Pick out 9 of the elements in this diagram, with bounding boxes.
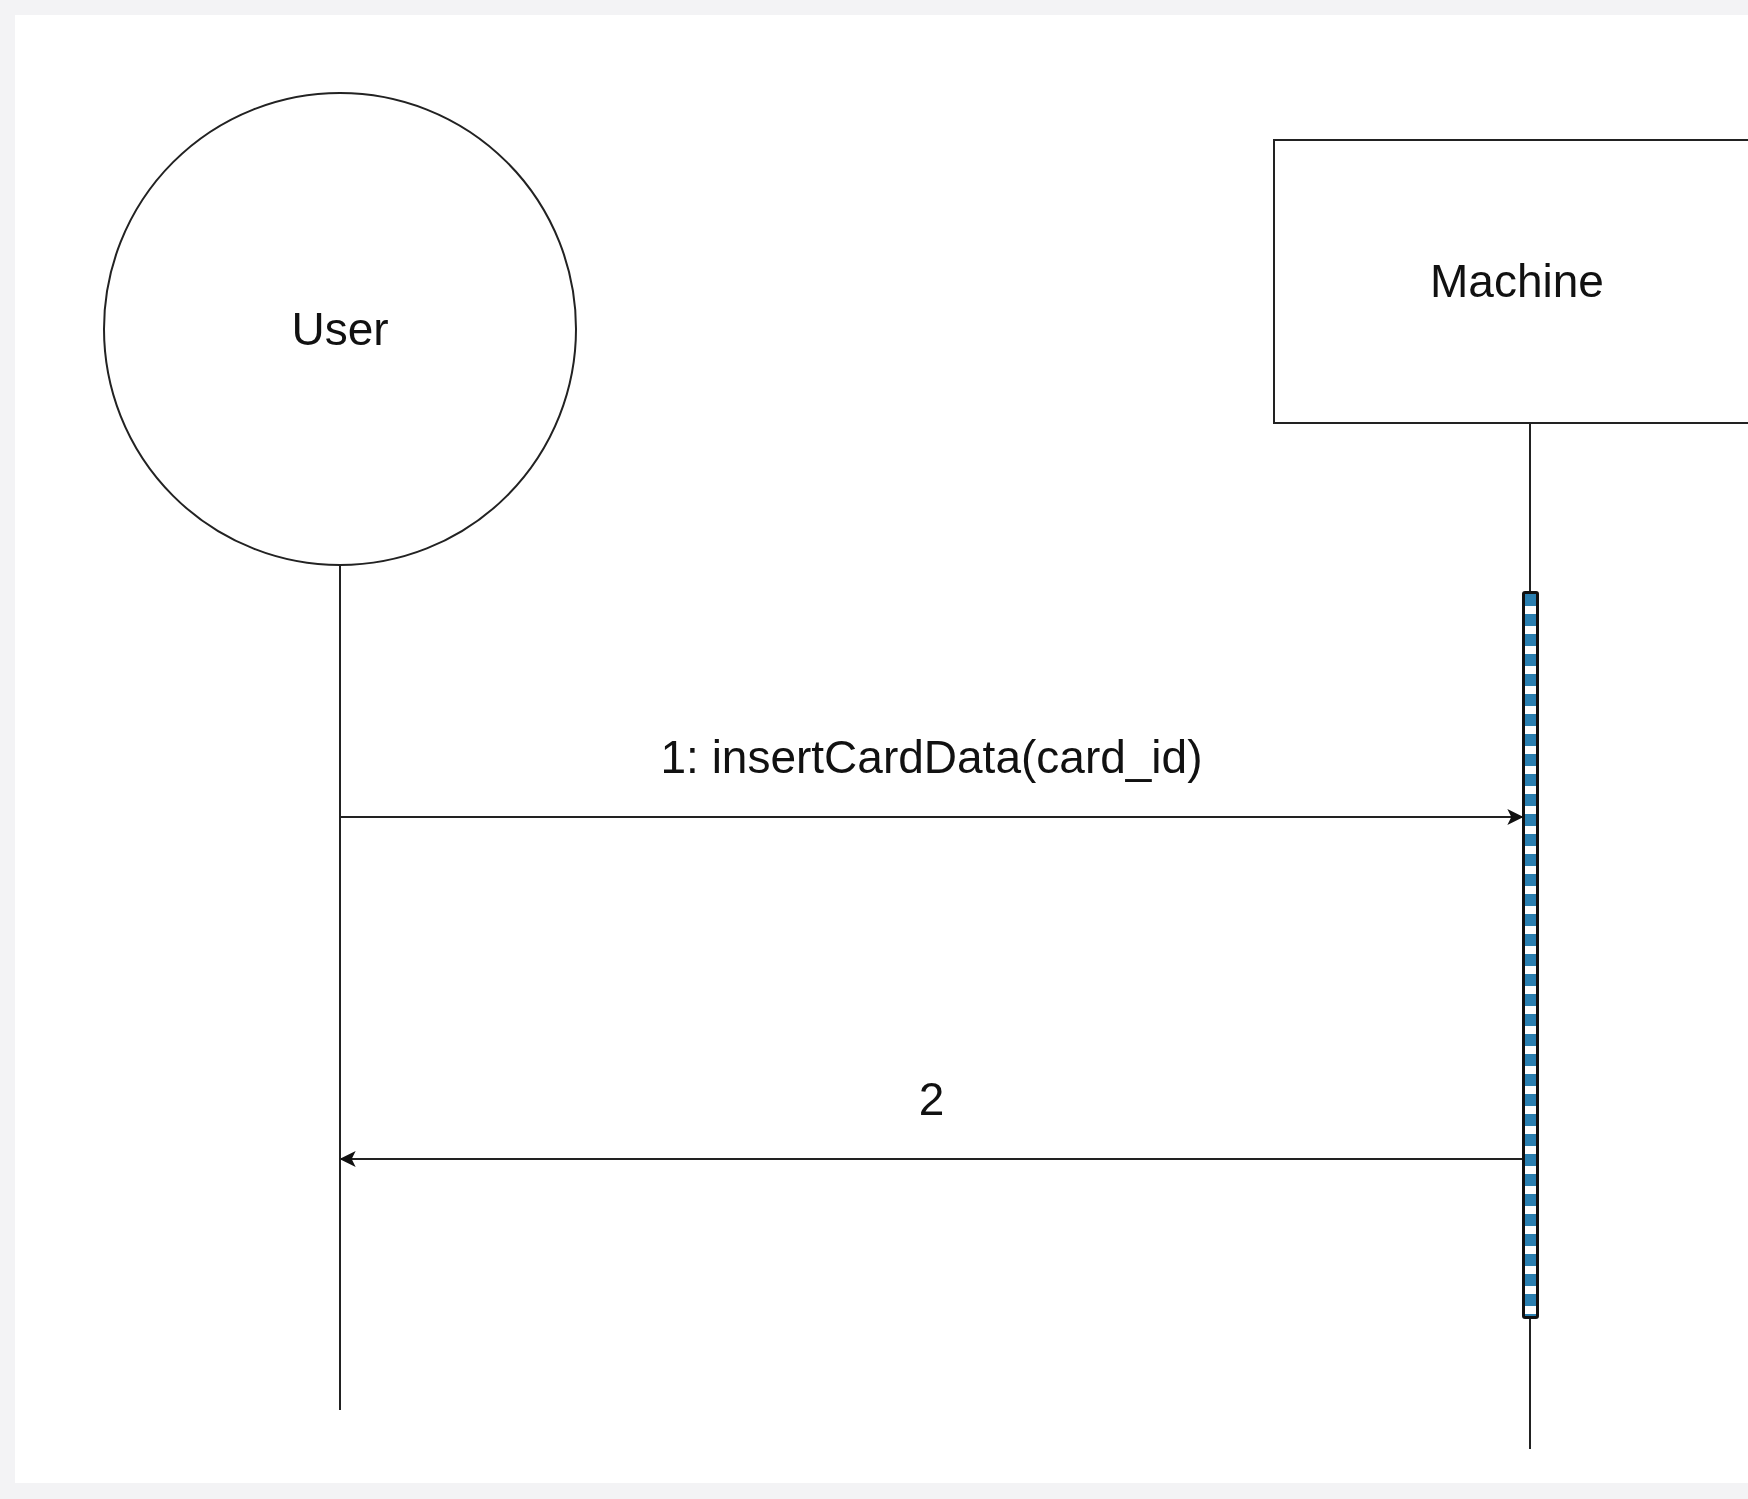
activation-bar bbox=[1522, 591, 1539, 1319]
message-arrow bbox=[340, 809, 1524, 825]
lifeline bbox=[1529, 1318, 1531, 1450]
participant-name: User bbox=[291, 301, 389, 357]
lifeline bbox=[339, 566, 341, 1410]
lifeline bbox=[1529, 423, 1531, 592]
participant-name: Machine bbox=[1430, 254, 1604, 309]
message-arrow bbox=[339, 1151, 1523, 1167]
object-box bbox=[1273, 139, 1748, 424]
